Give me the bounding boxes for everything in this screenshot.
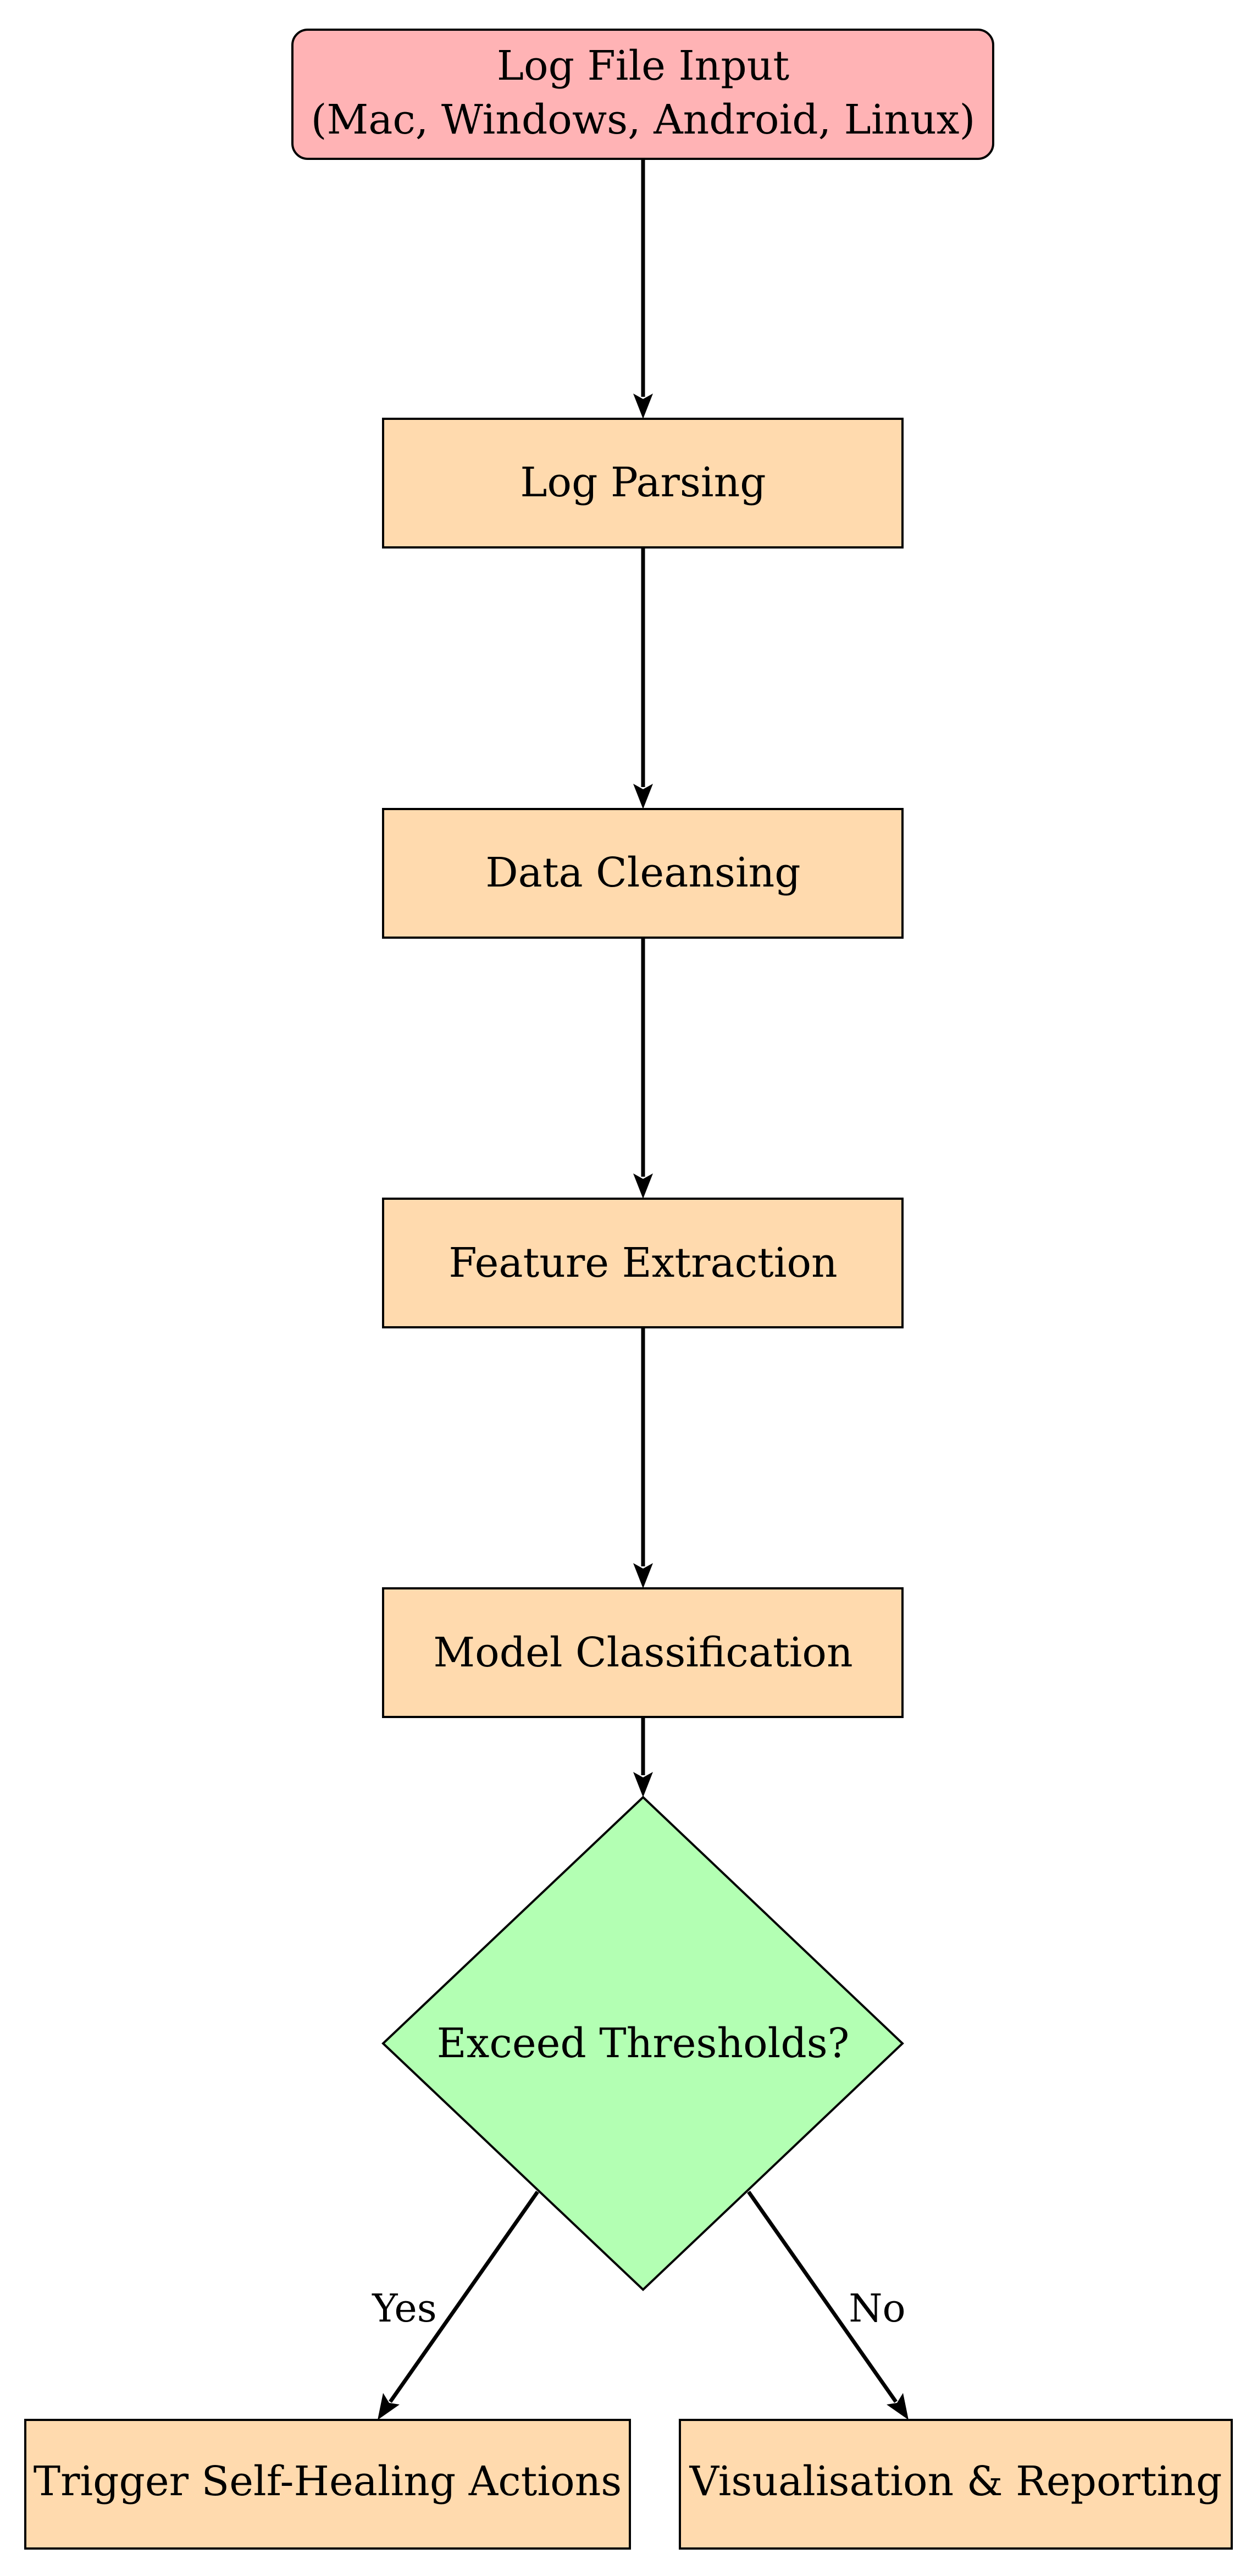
edge-label-yes: Yes (372, 2286, 436, 2331)
edge-decision-yes: Yes (372, 2190, 539, 2420)
node-log-parsing-box (382, 418, 904, 549)
node-log-file-input: Log File Input (Mac, Windows, Android, L… (291, 29, 994, 160)
edge-decision-no: No (747, 2190, 909, 2420)
node-trigger-self-healing-label: Trigger Self-Healing Actions (34, 2458, 622, 2505)
node-trigger-self-healing-box (24, 2419, 631, 2550)
edge-cleansing-to-extraction (633, 938, 653, 1199)
node-trigger-self-healing: Trigger Self-Healing Actions (24, 2419, 631, 2550)
arrowhead (633, 394, 653, 419)
node-visualisation-reporting-label: Visualisation & Reporting (689, 2458, 1222, 2505)
node-log-file-input-platforms: (Mac, Windows, Android, Linux) (311, 96, 976, 143)
node-visualisation-reporting: Visualisation & Reporting (679, 2419, 1233, 2550)
node-model-classification-label: Model Classification (433, 1629, 852, 1676)
node-exceed-thresholds: Exceed Thresholds? (381, 1796, 904, 2291)
node-data-cleansing-label: Data Cleansing (485, 849, 800, 896)
node-feature-extraction: Feature Extraction (382, 1198, 904, 1328)
edge-input-to-parsing (633, 159, 653, 419)
node-feature-extraction-label: Feature Extraction (448, 1239, 837, 1287)
node-log-file-input-title: Log File Input (497, 42, 789, 90)
edge-classification-to-decision (633, 1717, 653, 1797)
node-model-classification-box (382, 1587, 904, 1718)
arrowhead (633, 1563, 653, 1588)
node-data-cleansing: Data Cleansing (382, 808, 904, 939)
arrowhead (633, 1173, 653, 1199)
decision-diamond (381, 1796, 904, 2291)
arrowhead (378, 2393, 400, 2420)
node-visualisation-reporting-box (679, 2419, 1233, 2550)
arrowhead (633, 1772, 653, 1797)
arrowhead (633, 784, 653, 809)
node-feature-extraction-box (382, 1198, 904, 1328)
edge-label-no: No (849, 2286, 905, 2331)
node-log-parsing: Log Parsing (382, 418, 904, 549)
node-model-classification: Model Classification (382, 1587, 904, 1718)
arrowhead (887, 2393, 909, 2420)
node-log-parsing-label: Log Parsing (520, 459, 766, 506)
edge-extraction-to-classification (633, 1327, 653, 1588)
node-data-cleansing-box (382, 808, 904, 939)
edge-parsing-to-cleansing (633, 547, 653, 809)
decision-label: Exceed Thresholds? (437, 2020, 850, 2067)
